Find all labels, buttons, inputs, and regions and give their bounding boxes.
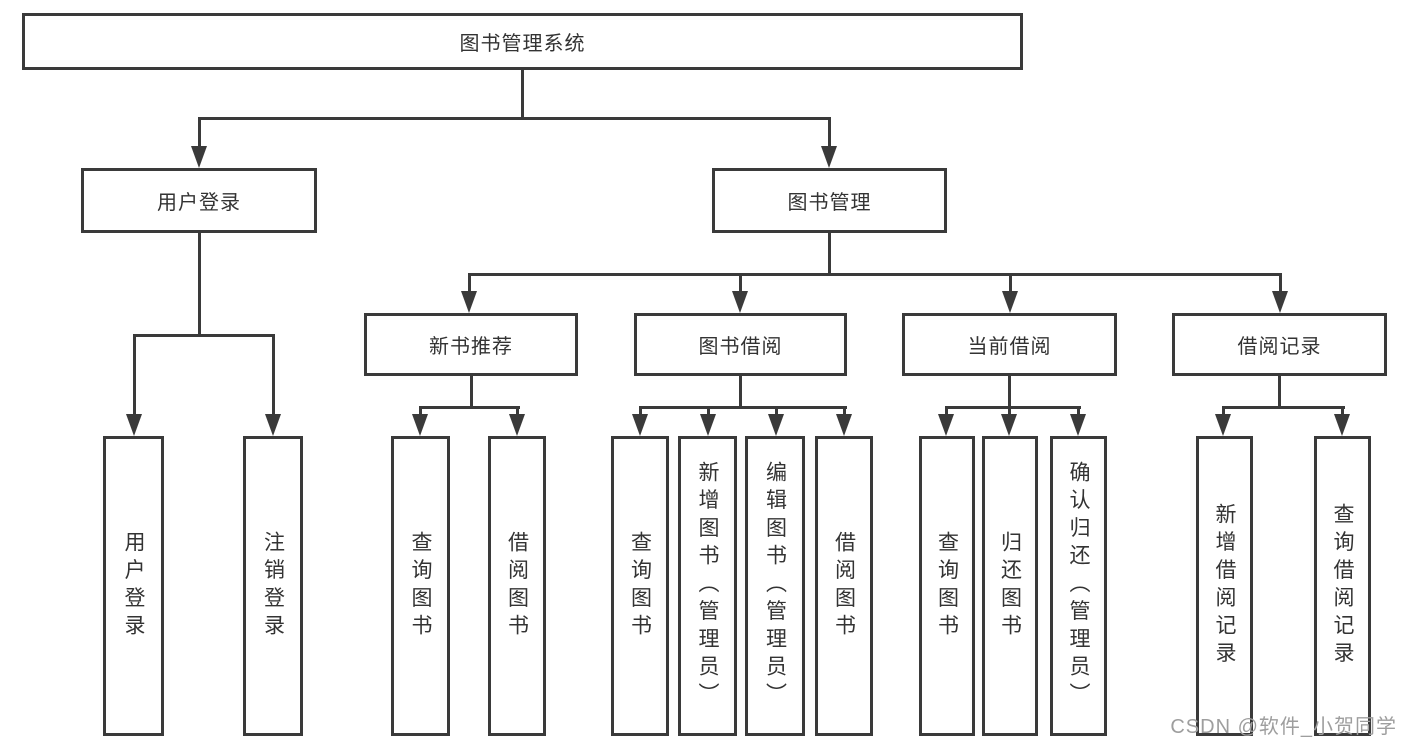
connector-line — [775, 406, 778, 415]
leaf-label: 确认归还（管理员） — [1067, 461, 1090, 711]
connector-line — [1077, 406, 1080, 415]
connector-line — [468, 273, 1281, 276]
connector-line — [639, 406, 847, 409]
leaf-label: 编辑图书（管理员） — [763, 461, 787, 711]
node-label: 当前借阅 — [967, 336, 1052, 358]
arrow-down-icon — [1001, 414, 1017, 436]
connector-line — [828, 117, 831, 147]
connector-line — [707, 406, 710, 415]
node-label: 借阅记录 — [1237, 336, 1322, 358]
connector-line — [198, 117, 830, 120]
leaf-label: 借阅图书 — [505, 530, 529, 642]
connector-line — [1008, 376, 1011, 409]
connector-line — [1341, 406, 1344, 415]
leaf-label: 借阅图书 — [832, 530, 856, 642]
node-library-management-system: 图书管理系统 — [22, 13, 1023, 70]
leaf-query-books-borrow: 查询图书 — [611, 436, 669, 736]
connector-line — [843, 406, 846, 415]
arrow-down-icon — [412, 414, 428, 436]
leaf-borrow-books: 借阅图书 — [815, 436, 873, 736]
arrow-down-icon — [732, 291, 748, 313]
leaf-label: 用户登录 — [122, 530, 145, 642]
leaf-add-borrow-record: 新增借阅记录 — [1196, 436, 1253, 736]
arrow-down-icon — [632, 414, 648, 436]
connector-line — [468, 273, 471, 292]
connector-line — [739, 376, 742, 409]
arrow-down-icon — [191, 146, 207, 168]
connector-line — [516, 406, 519, 415]
leaf-logout: 注销登录 — [243, 436, 303, 736]
arrow-down-icon — [821, 146, 837, 168]
connector-line — [1279, 273, 1282, 292]
arrow-down-icon — [938, 414, 954, 436]
leaf-return-book: 归还图书 — [982, 436, 1038, 736]
connector-line — [470, 376, 473, 409]
leaf-edit-book-admin: 编辑图书（管理员） — [745, 436, 805, 736]
leaf-add-book-admin: 新增图书（管理员） — [678, 436, 737, 736]
connector-line — [1278, 376, 1281, 409]
arrow-down-icon — [509, 414, 525, 436]
connector-line — [133, 334, 275, 337]
leaf-label: 查询图书 — [409, 530, 432, 642]
arrow-down-icon — [126, 414, 142, 436]
connector-line — [198, 233, 201, 337]
node-label: 图书管理系统 — [459, 33, 586, 55]
connector-line — [945, 406, 1081, 409]
leaf-label: 注销登录 — [261, 530, 285, 642]
node-book-borrow: 图书借阅 — [634, 313, 847, 376]
leaf-label: 查询借阅记录 — [1331, 502, 1354, 670]
leaf-label: 查询图书 — [628, 530, 652, 642]
connector-line — [739, 273, 742, 292]
arrow-down-icon — [265, 414, 281, 436]
node-borrow-records: 借阅记录 — [1172, 313, 1387, 376]
node-label: 新书推荐 — [429, 336, 513, 358]
connector-line — [1009, 273, 1012, 292]
connector-line — [639, 406, 642, 415]
arrow-down-icon — [1334, 414, 1350, 436]
connector-line — [419, 406, 422, 415]
leaf-label: 归还图书 — [998, 530, 1022, 642]
csdn-watermark: CSDN @软件_小贺同学 — [1170, 716, 1397, 738]
arrow-down-icon — [1002, 291, 1018, 313]
connector-line — [945, 406, 948, 415]
leaf-query-books-recommend: 查询图书 — [391, 436, 450, 736]
node-new-book-recommend: 新书推荐 — [364, 313, 578, 376]
arrow-down-icon — [1215, 414, 1231, 436]
connector-line — [1008, 406, 1011, 415]
connector-line — [828, 233, 831, 276]
node-book-management: 图书管理 — [712, 168, 947, 233]
node-label: 图书借阅 — [698, 336, 783, 358]
leaf-borrow-books-recommend: 借阅图书 — [488, 436, 546, 736]
node-user-login: 用户登录 — [81, 168, 317, 233]
connector-line — [198, 117, 201, 147]
leaf-label: 新增图书（管理员） — [696, 461, 719, 711]
arrow-down-icon — [836, 414, 852, 436]
arrow-down-icon — [1272, 291, 1288, 313]
leaf-label: 新增借阅记录 — [1213, 502, 1236, 670]
connector-line — [521, 70, 524, 120]
arrow-down-icon — [768, 414, 784, 436]
node-current-borrow: 当前借阅 — [902, 313, 1117, 376]
arrow-down-icon — [700, 414, 716, 436]
connector-line — [133, 334, 136, 415]
leaf-label: 查询图书 — [935, 530, 959, 642]
arrow-down-icon — [461, 291, 477, 313]
leaf-query-books-current: 查询图书 — [919, 436, 975, 736]
connector-line — [272, 334, 275, 415]
node-label: 图书管理 — [787, 192, 872, 214]
connector-line — [1222, 406, 1345, 409]
leaf-query-borrow-record: 查询借阅记录 — [1314, 436, 1371, 736]
arrow-down-icon — [1070, 414, 1086, 436]
connector-line — [419, 406, 520, 409]
node-label: 用户登录 — [157, 192, 241, 214]
leaf-user-login: 用户登录 — [103, 436, 164, 736]
connector-line — [1222, 406, 1225, 415]
leaf-confirm-return-admin: 确认归还（管理员） — [1050, 436, 1107, 736]
